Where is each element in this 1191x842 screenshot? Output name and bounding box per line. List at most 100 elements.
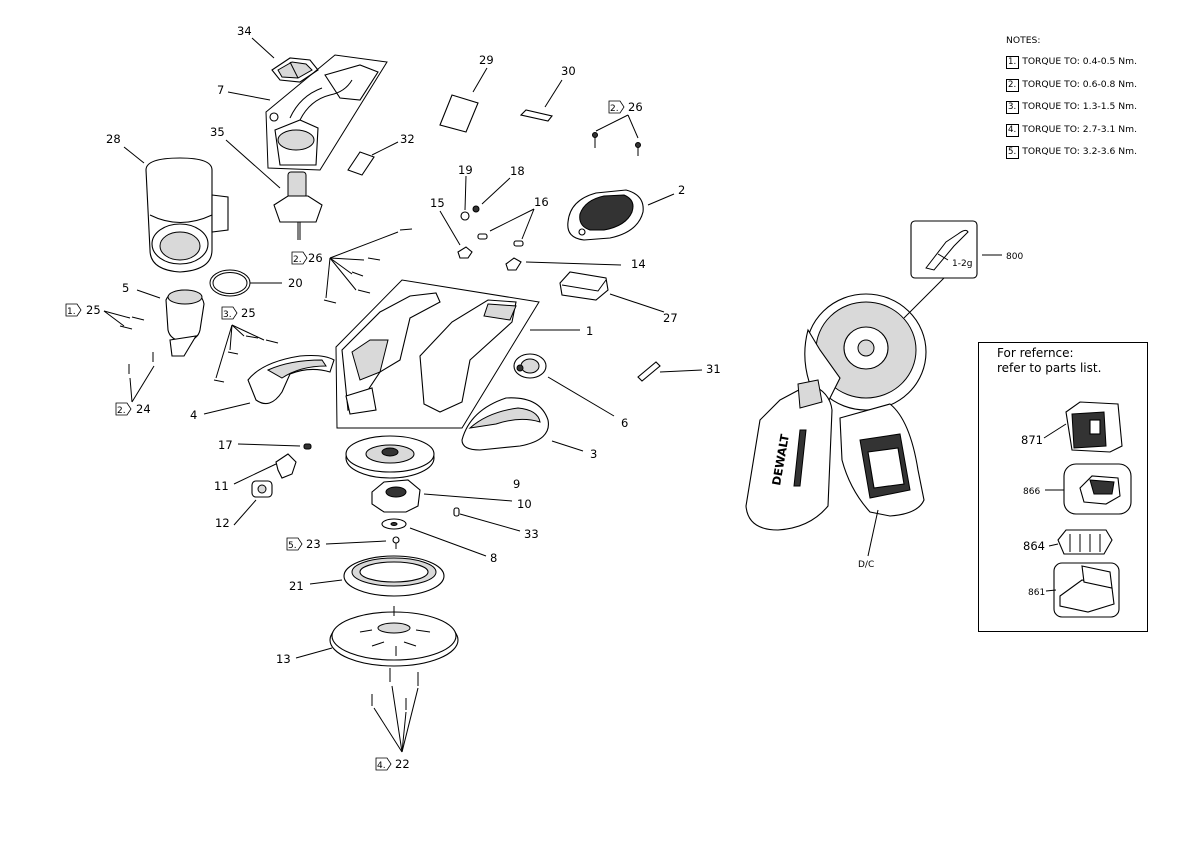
part-10 <box>371 479 421 513</box>
part-28 <box>145 157 229 273</box>
callout-32: 32 <box>400 132 415 146</box>
callout-18: 18 <box>510 164 525 178</box>
callout-24: 24 <box>136 402 151 416</box>
part-35 <box>273 171 323 240</box>
callout-21: 21 <box>289 579 304 593</box>
callout-34: 34 <box>237 24 252 38</box>
part-12 <box>251 480 273 498</box>
part-33 <box>453 507 460 517</box>
note-1-number: 1. <box>1006 56 1020 70</box>
callout-800: 800 <box>1006 252 1023 262</box>
screws-25 <box>119 316 279 383</box>
callout-9: 9 <box>513 477 520 491</box>
screws-24 <box>128 352 154 374</box>
callout-2: 2 <box>678 183 685 197</box>
torque-mark-26a: 2. <box>608 100 625 114</box>
torque-mark-24: 2. <box>115 402 132 416</box>
note-2-text: TORQUE TO: 0.6-0.8 Nm. <box>1022 78 1138 90</box>
part-2 <box>567 189 644 241</box>
part-21 <box>343 555 445 597</box>
part-800-box <box>903 220 978 319</box>
part-18 <box>472 205 480 213</box>
note-2-number: 2. <box>1006 78 1020 92</box>
callout-23: 23 <box>306 537 321 551</box>
part-6 <box>513 353 547 379</box>
part-5 <box>165 289 205 357</box>
part-13 <box>329 606 459 667</box>
callout-15: 15 <box>430 196 445 210</box>
callout-27: 27 <box>663 311 678 325</box>
note-2: 2.TORQUE TO: 0.6-0.8 Nm. <box>1006 74 1176 96</box>
callout-16: 16 <box>534 195 549 209</box>
callout-864: 864 <box>1023 539 1045 553</box>
note-5-text: TORQUE TO: 3.2-3.6 Nm. <box>1022 146 1138 158</box>
callout-17: 17 <box>218 438 233 452</box>
assembled-sander <box>745 293 927 531</box>
svg-text:3.: 3. <box>223 310 232 320</box>
ref-871-battery <box>1065 401 1123 453</box>
screws-26b <box>323 228 413 304</box>
leader-lines <box>103 37 1067 753</box>
reference-line-2: refer to parts list. <box>997 361 1102 375</box>
part-3 <box>461 397 549 451</box>
part-8 <box>381 518 407 530</box>
svg-text:2.: 2. <box>117 406 126 416</box>
callout-861: 861 <box>1028 588 1045 598</box>
callout-12: 12 <box>215 516 230 530</box>
part-14 <box>505 257 522 271</box>
part-31 <box>637 361 661 382</box>
part-9 <box>345 435 435 479</box>
part-15 <box>457 246 473 259</box>
part-4 <box>247 354 335 405</box>
svg-text:2.: 2. <box>610 104 619 114</box>
svg-text:1.: 1. <box>67 307 76 317</box>
callout-1: 1 <box>586 324 593 338</box>
part-19 <box>460 211 470 221</box>
callout-11: 11 <box>214 479 229 493</box>
torque-notes: NOTES: 1.TORQUE TO: 0.4-0.5 Nm. 2.TORQUE… <box>1006 30 1176 163</box>
notes-header: NOTES: <box>1006 35 1041 46</box>
torque-mark-25a: 1. <box>65 303 82 317</box>
part-32 <box>347 151 375 176</box>
note-1-text: TORQUE TO: 0.4-0.5 Nm. <box>1022 56 1138 68</box>
callout-26b: 26 <box>308 251 323 265</box>
callout-29: 29 <box>479 53 494 67</box>
callout-14: 14 <box>631 257 646 271</box>
callout-866: 866 <box>1023 487 1040 497</box>
callout-10: 10 <box>517 497 532 511</box>
note-3: 3.TORQUE TO: 1.3-1.5 Nm. <box>1006 96 1176 118</box>
reference-text: For refernce: refer to parts list. <box>997 346 1101 376</box>
callout-7: 7 <box>217 83 224 97</box>
callout-30: 30 <box>561 64 576 78</box>
note-5: 5.TORQUE TO: 3.2-3.6 Nm. <box>1006 141 1176 163</box>
part-34 <box>271 57 319 83</box>
callout-8: 8 <box>490 551 497 565</box>
callout-28: 28 <box>106 132 121 146</box>
callout-5: 5 <box>122 281 129 295</box>
part-23 <box>392 536 400 549</box>
part-7 <box>265 54 388 171</box>
callout-22: 22 <box>395 757 410 771</box>
part-1 <box>335 279 540 429</box>
torque-mark-25b: 3. <box>221 306 238 320</box>
callout-33: 33 <box>524 527 539 541</box>
part-27 <box>559 271 609 301</box>
part-17 <box>303 443 312 450</box>
note-5-number: 5. <box>1006 146 1020 160</box>
callout-13: 13 <box>276 652 291 666</box>
note-1: 1.TORQUE TO: 0.4-0.5 Nm. <box>1006 51 1176 73</box>
note-4: 4.TORQUE TO: 2.7-3.1 Nm. <box>1006 119 1176 141</box>
note-4-text: TORQUE TO: 2.7-3.1 Nm. <box>1022 123 1138 135</box>
callout-25b: 25 <box>241 306 256 320</box>
callout-20: 20 <box>288 276 303 290</box>
callout-26a: 26 <box>628 100 643 114</box>
callout-3: 3 <box>590 447 597 461</box>
note-3-number: 3. <box>1006 101 1020 115</box>
torque-mark-26b: 2. <box>291 251 308 265</box>
torque-mark-22: 4. <box>375 757 392 771</box>
note-3-text: TORQUE TO: 1.3-1.5 Nm. <box>1022 101 1138 113</box>
callout-31: 31 <box>706 362 721 376</box>
torque-mark-23: 5. <box>286 537 303 551</box>
reference-box: For refernce: refer to parts list. <box>978 342 1148 632</box>
